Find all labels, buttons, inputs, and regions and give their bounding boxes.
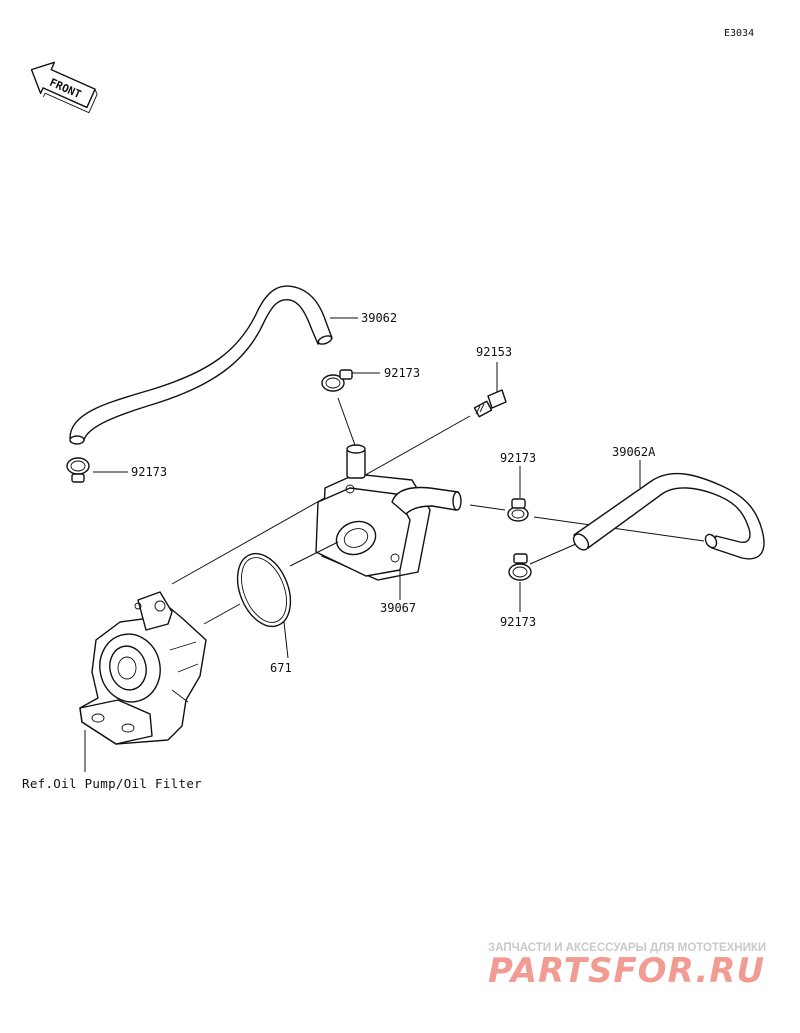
guide-hose-cooler bbox=[337, 397, 357, 449]
guide-cooler-clamp bbox=[469, 504, 506, 511]
label-92173-lower[interactable]: 92173 bbox=[500, 615, 536, 629]
leader-671 bbox=[283, 621, 289, 659]
guide-oring-cooler bbox=[289, 541, 339, 567]
watermark-logo: PARTSFOR.RU bbox=[488, 951, 765, 991]
hose-39062a[interactable] bbox=[571, 472, 765, 560]
reference-label[interactable]: Ref.Oil Pump/Oil Filter bbox=[22, 776, 202, 791]
guide-pump-oring bbox=[203, 603, 241, 625]
guide-clamp-hose bbox=[533, 516, 705, 542]
front-arrow-icon: FRONT bbox=[30, 61, 98, 114]
label-39062[interactable]: 39062 bbox=[361, 311, 397, 325]
watermark-tagline: ЗАПЧАСТИ И АКСЕССУАРЫ ДЛЯ МОТОТЕХНИКИ bbox=[488, 942, 766, 954]
label-92173-mid[interactable]: 92173 bbox=[500, 451, 536, 465]
clamp-92173-upper[interactable] bbox=[321, 369, 353, 392]
clamp-92173-left[interactable] bbox=[66, 457, 90, 483]
clamp-92173-mid[interactable] bbox=[507, 498, 529, 522]
label-39067[interactable]: 39067 bbox=[380, 601, 416, 615]
label-92173-left[interactable]: 92173 bbox=[131, 465, 167, 479]
oil-pump-housing bbox=[79, 591, 207, 745]
hose-39062[interactable] bbox=[69, 285, 333, 445]
bolt-92153[interactable] bbox=[473, 389, 507, 418]
label-92173-upper[interactable]: 92173 bbox=[384, 366, 420, 380]
label-671[interactable]: 671 bbox=[270, 661, 292, 675]
o-ring-671[interactable] bbox=[228, 546, 301, 634]
label-39062a[interactable]: 39062A bbox=[612, 445, 656, 459]
label-92153[interactable]: 92153 bbox=[476, 345, 512, 359]
diagram-code: E3034 bbox=[724, 28, 754, 39]
oil-cooler-39067[interactable] bbox=[315, 444, 462, 581]
guide-lower-clamp bbox=[529, 543, 577, 565]
clamp-92173-lower[interactable] bbox=[508, 553, 532, 581]
